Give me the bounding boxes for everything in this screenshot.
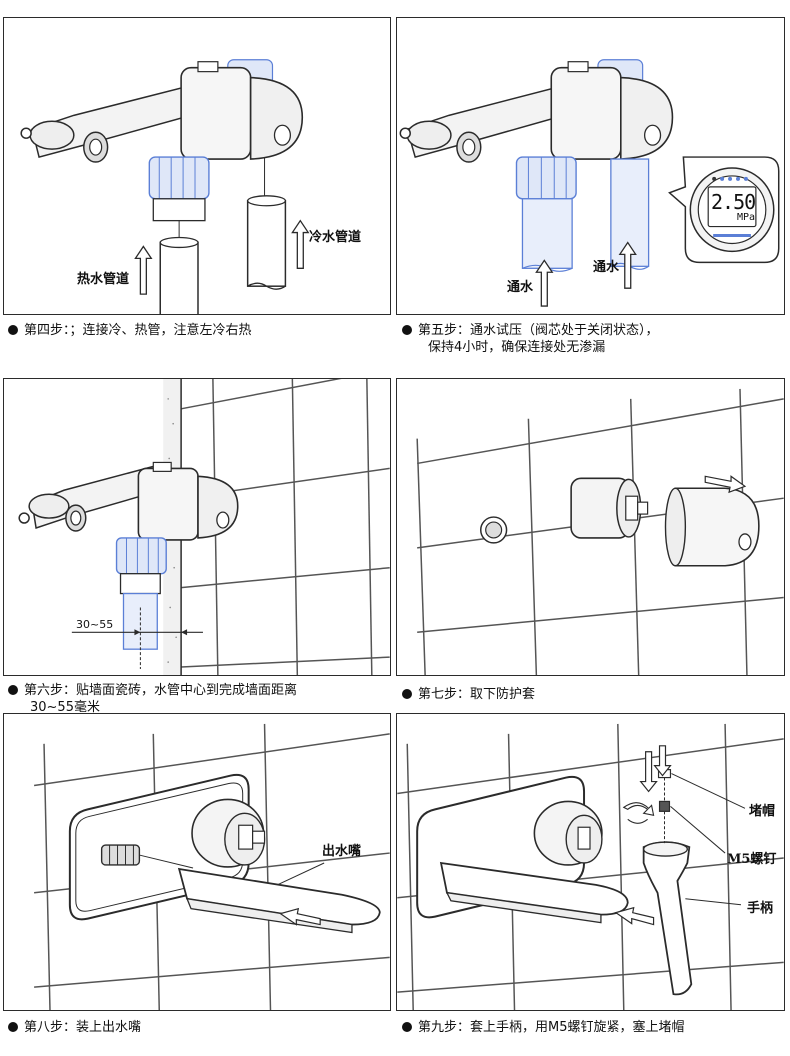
step4-caption-text: 第四步：；连接冷、热管，注意左冷右热 [24, 323, 252, 338]
step7-caption: 第七步：取下防护套 [402, 686, 535, 703]
step9-illustration [397, 723, 784, 1010]
step5-caption-line1: 第五步：通水试压（阀芯处于关闭状态）， [418, 323, 659, 338]
bullet-dot-icon [402, 325, 412, 335]
arrow-up-icon [618, 241, 637, 289]
step5-illustration [399, 59, 780, 307]
arrow-right-icon [704, 475, 747, 494]
bullet-dot-icon [8, 685, 18, 695]
step7-panel [396, 378, 785, 676]
step8-illustration [33, 723, 390, 1010]
cold-pipe-label: 冷水管道 [309, 230, 362, 245]
arrow-up-icon [291, 219, 310, 269]
step9-caption-text: 第九步：套上手柄，用M5螺钉旋紧，塞上堵帽 [418, 1020, 685, 1035]
arrow-down-icon [639, 751, 658, 793]
arrow-left-icon [614, 906, 655, 926]
step9-panel: 堵帽 M5螺钉 手柄 [396, 713, 785, 1011]
bullet-dot-icon [8, 1022, 18, 1032]
step8-caption: 第八步：装上出水嘴 [8, 1019, 141, 1036]
step7-illustration [416, 388, 784, 675]
step5-caption: 第五步：通水试压（阀芯处于关闭状态）， 保持4小时，确保连接处无渗漏 [402, 322, 659, 356]
handle-label: 手柄 [747, 901, 774, 916]
bullet-dot-icon [402, 1022, 412, 1032]
water-in-left-label: 通水 [507, 280, 534, 295]
step7-caption-text: 第七步：取下防护套 [418, 687, 536, 702]
step6-caption: 第六步：贴墙面瓷砖，水管中心到完成墙面距离 30~55毫米 [8, 682, 297, 716]
cap-label: 堵帽 [749, 804, 776, 819]
pressure-gauge-icon [668, 156, 780, 264]
bullet-dot-icon [8, 325, 18, 335]
arrow-down-icon [653, 745, 672, 777]
step4-illustration [20, 59, 310, 314]
step9-caption: 第九步：套上手柄，用M5螺钉旋紧，塞上堵帽 [402, 1019, 685, 1036]
distance-label: 30~55 [76, 618, 114, 631]
bullet-dot-icon [402, 689, 412, 699]
step4-panel: 热水管道 冷水管道 [3, 17, 391, 315]
step6-illustration [18, 379, 390, 675]
arrow-up-icon [535, 259, 554, 307]
step8-caption-text: 第八步：装上出水嘴 [24, 1020, 142, 1035]
step6-caption-line1: 第六步：贴墙面瓷砖，水管中心到完成墙面距离 [24, 683, 298, 698]
arrow-up-icon [134, 245, 153, 295]
hot-pipe-label: 热水管道 [77, 272, 130, 287]
step4-caption: 第四步：；连接冷、热管，注意左冷右热 [8, 322, 252, 339]
spout-label: 出水嘴 [322, 844, 362, 859]
screw-label: M5螺钉 [727, 852, 777, 867]
step8-panel: 出水嘴 [3, 713, 391, 1011]
step5-panel: 2.50 MPa 通水 通水 [396, 17, 785, 315]
step6-caption-line2: 30~55毫米 [30, 700, 100, 715]
gauge-unit: MPa [737, 212, 756, 223]
arrow-left-icon [279, 907, 321, 926]
rotate-icon [622, 802, 655, 824]
step5-caption-line2: 保持4小时，确保连接处无渗漏 [428, 340, 606, 355]
step6-panel: 30~55 [3, 378, 391, 676]
water-in-right-label: 通水 [593, 260, 620, 275]
gauge-value: 2.50 [711, 190, 756, 214]
